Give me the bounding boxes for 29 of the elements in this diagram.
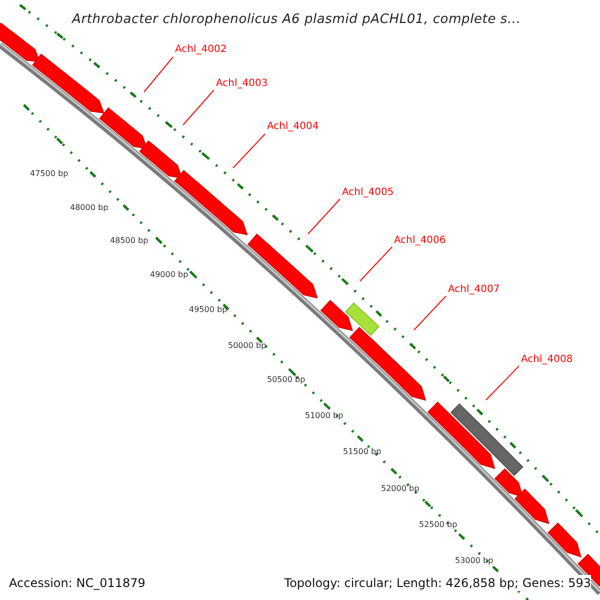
- gene-label: Achl_4004: [267, 122, 319, 132]
- position-label: 50000 bp: [228, 342, 266, 350]
- position-label: 52500 bp: [419, 521, 458, 529]
- leader-line: [486, 366, 520, 400]
- position-label: 49000 bp: [150, 271, 188, 279]
- position-label: 50500 bp: [267, 376, 306, 384]
- position-label: 48000 bp: [70, 204, 108, 212]
- position-label: 47500 bp: [30, 170, 68, 178]
- gene-label: Achl_4007: [448, 285, 500, 295]
- summary-text: Topology: circular; Length: 426,858 bp; Genes: 593: [284, 575, 591, 591]
- gene-label: Achl_4008: [521, 355, 573, 365]
- gene-label: Achl_4006: [394, 236, 446, 246]
- position-label: 53000 bp: [455, 557, 494, 565]
- gene-label: Achl_4005: [342, 188, 394, 198]
- position-label: 51000 bp: [305, 412, 344, 420]
- leader-line: [414, 296, 446, 330]
- position-label: 51500 bp: [343, 448, 382, 456]
- leader-line: [144, 56, 174, 92]
- leader-line: [182, 90, 214, 126]
- gene-label: Achl_4002: [175, 45, 227, 55]
- position-label: 52000 bp: [381, 485, 420, 493]
- accession-text: Accession: NC_011879: [9, 577, 146, 589]
- leader-line: [308, 198, 340, 234]
- leader-line: [232, 134, 266, 168]
- position-label: 48500 bp: [110, 237, 148, 245]
- leader-line: [360, 246, 392, 282]
- gene-label: Achl_4003: [216, 79, 268, 89]
- position-label: 49500 bp: [189, 306, 228, 314]
- map-title: Arthrobacter chlorophenolicus A6 plasmid pACHL01, complete s...: [72, 11, 521, 29]
